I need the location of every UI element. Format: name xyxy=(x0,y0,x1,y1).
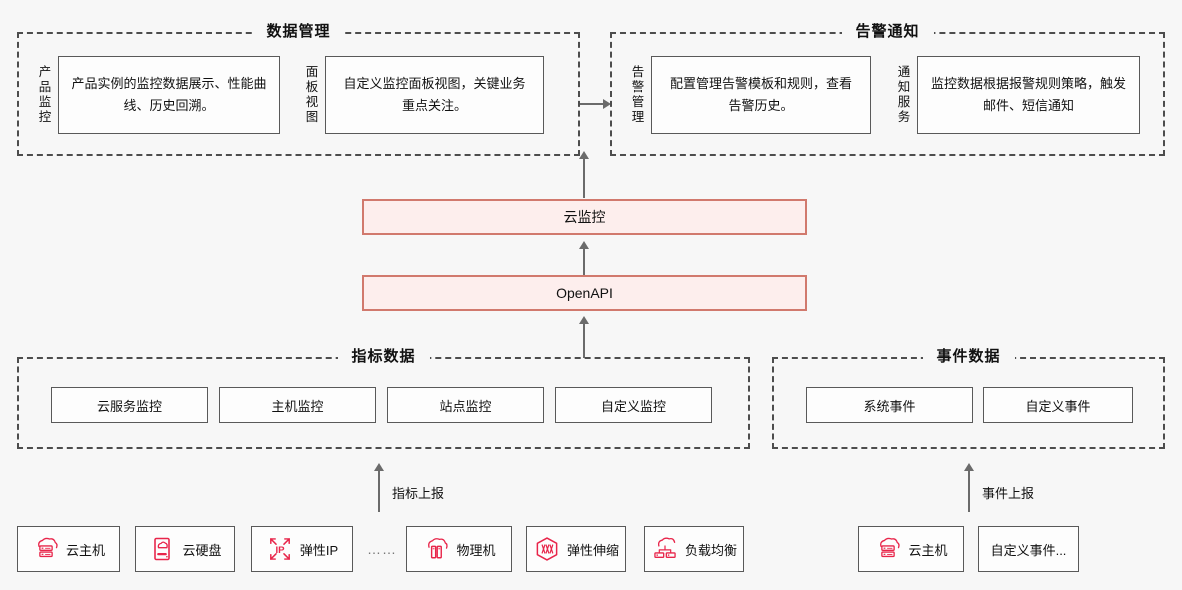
source-label: 云硬盘 xyxy=(182,542,222,558)
feature-product-monitor: 产 品 监 控 产品实例的监控数据展示、性能曲线、历史回溯。 xyxy=(36,56,280,134)
box-cloud-monitor-label: 云监控 xyxy=(563,209,606,225)
arrow-metricdata-to-openapi xyxy=(583,323,585,358)
label-metric-report: 指标上报 xyxy=(392,486,445,501)
label-char: 控 xyxy=(38,110,52,124)
source-label: 弹性伸缩 xyxy=(567,542,620,558)
box-host-monitor[interactable]: 主机监控 xyxy=(219,387,376,423)
feature-text-alarm-management: 配置管理告警模板和规则，查看告警历史。 xyxy=(651,56,871,134)
elastic-ip-icon: IP xyxy=(266,535,294,563)
label-event-report: 事件上报 xyxy=(982,486,1035,501)
source-box-elastic-ip[interactable]: IP 弹性IP xyxy=(251,526,353,572)
source-label: 云主机 xyxy=(65,542,105,558)
label-char: 理 xyxy=(631,110,645,124)
source-label: 自定义事件... xyxy=(990,542,1067,558)
source-box-cloud-server[interactable]: 云主机 xyxy=(17,526,120,572)
feature-text-notification-service: 监控数据根据报警规则策略，触发邮件、短信通知 xyxy=(917,56,1140,134)
event-source-box-cloud-server[interactable]: 云主机 xyxy=(858,526,964,572)
arrow-event-report xyxy=(968,470,970,512)
label-char: 面 xyxy=(305,65,319,79)
label-char: 告 xyxy=(631,65,645,79)
source-label: 云主机 xyxy=(908,542,948,558)
cloud-server-icon xyxy=(32,535,60,563)
box-label: 主机监控 xyxy=(271,398,324,414)
event-source-box-custom-event[interactable]: 自定义事件... xyxy=(978,526,1079,572)
box-label: 系统事件 xyxy=(863,398,916,414)
source-box-bare-metal[interactable]: 物理机 xyxy=(406,526,512,572)
label-char: 监 xyxy=(38,95,52,109)
label-char: 视 xyxy=(305,95,319,109)
box-label: 自定义监控 xyxy=(600,398,666,414)
feature-label-product-monitor: 产 品 监 控 xyxy=(36,56,54,134)
feature-text-panel-view: 自定义监控面板视图，关键业务重点关注。 xyxy=(325,56,544,134)
box-label: 站点监控 xyxy=(439,398,492,414)
box-label: 自定义事件 xyxy=(1025,398,1091,414)
feature-text-product-monitor: 产品实例的监控数据展示、性能曲线、历史回溯。 xyxy=(58,56,280,134)
label-char: 产 xyxy=(38,65,52,79)
group-title-metric-data: 指标数据 xyxy=(337,347,430,367)
arrow-metric-report xyxy=(378,470,380,512)
group-title-event-data: 事件数据 xyxy=(922,347,1015,367)
box-site-monitor[interactable]: 站点监控 xyxy=(387,387,544,423)
label-char: 板 xyxy=(305,80,319,94)
box-custom-event[interactable]: 自定义事件 xyxy=(983,387,1133,423)
cloud-server-icon xyxy=(874,535,902,563)
load-balancer-icon xyxy=(651,535,679,563)
box-system-event[interactable]: 系统事件 xyxy=(806,387,973,423)
arrow-cloudmonitor-to-datamanagement xyxy=(583,158,585,198)
bare-metal-icon xyxy=(422,535,450,563)
source-label: 负载均衡 xyxy=(685,542,738,558)
box-cloud-service-monitor[interactable]: 云服务监控 xyxy=(51,387,208,423)
box-custom-monitor[interactable]: 自定义监控 xyxy=(555,387,712,423)
arrow-data-to-alarm xyxy=(580,103,604,105)
feature-panel-view: 面 板 视 图 自定义监控面板视图，关键业务重点关注。 xyxy=(303,56,544,134)
box-label: 云服务监控 xyxy=(96,398,162,414)
svg-text:IP: IP xyxy=(275,545,285,556)
group-event-data: 事件数据 xyxy=(772,347,1165,449)
group-alarm-notification: 告警 通知 xyxy=(610,22,1165,156)
box-cloud-monitor[interactable]: 云监控 xyxy=(362,199,807,235)
source-box-load-balancer[interactable]: 负载均衡 xyxy=(644,526,744,572)
source-label: 弹性IP xyxy=(299,542,339,558)
label-char: 知 xyxy=(897,80,911,94)
arrow-openapi-to-cloudmonitor xyxy=(583,248,585,281)
group-data-management: 数据管理 xyxy=(17,22,580,156)
group-metric-data: 指标数据 xyxy=(17,347,750,449)
group-title-data-management: 数据管理 xyxy=(252,22,345,42)
group-title-alarm-notification: 告警通知 xyxy=(841,22,934,42)
label-char: 务 xyxy=(897,110,911,124)
box-open-api[interactable]: OpenAPI xyxy=(362,275,807,311)
feature-notification-service: 通 知 服 务 监控数据根据报警规则策略，触发邮件、短信通知 xyxy=(895,56,1140,134)
label-char: 图 xyxy=(305,110,319,124)
source-ellipsis: …… xyxy=(367,541,397,557)
label-char: 管 xyxy=(631,95,645,109)
source-label: 物理机 xyxy=(456,542,496,558)
cloud-disk-icon xyxy=(148,535,176,563)
auto-scaling-icon xyxy=(533,535,561,563)
label-char: 品 xyxy=(38,80,52,94)
label-char: 服 xyxy=(897,95,911,109)
feature-label-panel-view: 面 板 视 图 xyxy=(303,56,321,134)
source-box-cloud-disk[interactable]: 云硬盘 xyxy=(135,526,235,572)
feature-label-alarm-management: 告 警 管 理 xyxy=(629,56,647,134)
source-box-auto-scaling[interactable]: 弹性伸缩 xyxy=(526,526,626,572)
feature-alarm-management: 告 警 管 理 配置管理告警模板和规则，查看告警历史。 xyxy=(629,56,871,134)
label-char: 警 xyxy=(631,80,645,94)
feature-label-notification-service: 通 知 服 务 xyxy=(895,56,913,134)
label-char: 通 xyxy=(897,65,911,79)
box-open-api-label: OpenAPI xyxy=(556,285,613,301)
